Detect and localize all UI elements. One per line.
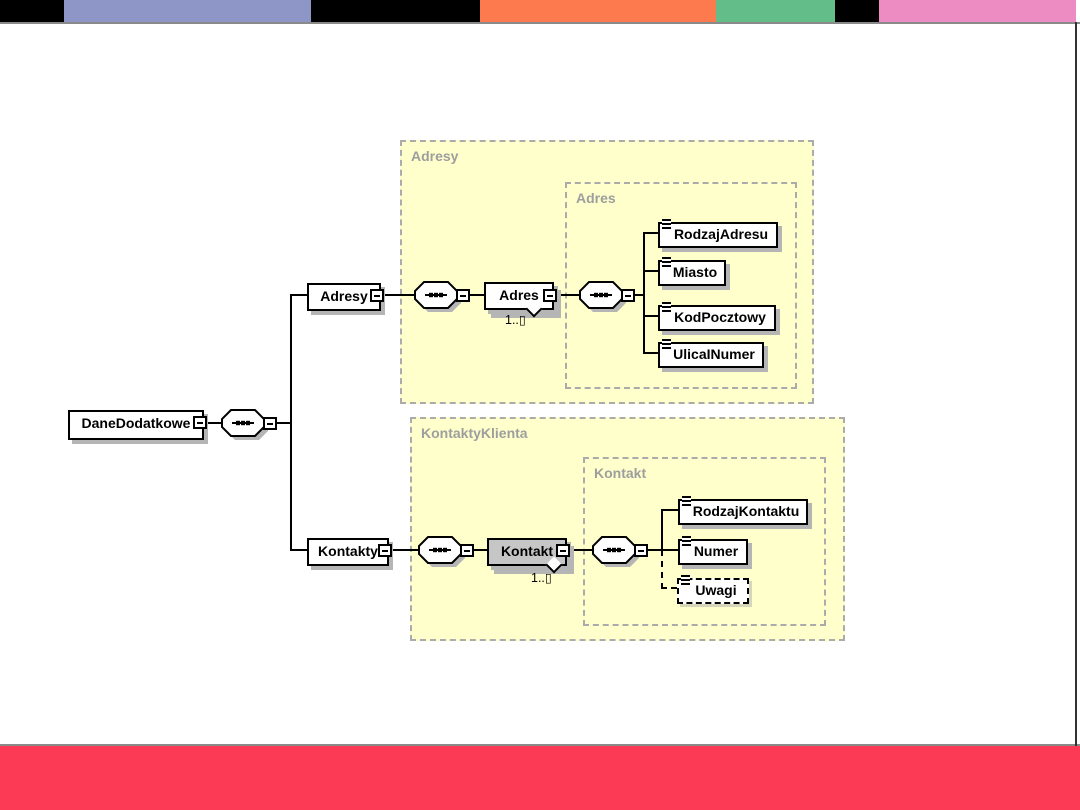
connector xyxy=(643,352,658,354)
children-connector xyxy=(661,509,663,550)
region-kontakty-klienta: KontaktyKlienta xyxy=(410,417,845,641)
top-bar-segment-pink xyxy=(879,0,1076,22)
top-bar-segment-black xyxy=(0,0,64,22)
element-label: RodzajKontaktu xyxy=(692,503,800,519)
top-bar-segment-orange xyxy=(480,0,716,22)
collapse-button[interactable] xyxy=(634,544,648,557)
sequence-icon[interactable] xyxy=(579,281,629,315)
element-kontakty[interactable]: Kontakty xyxy=(307,538,389,566)
connector xyxy=(277,422,292,424)
text-element-icon xyxy=(682,536,691,547)
region-adres: Adres xyxy=(565,182,797,389)
region-label: Adres xyxy=(576,190,616,206)
connector xyxy=(643,315,658,317)
sequence-icon[interactable] xyxy=(414,281,464,315)
collapse-button[interactable] xyxy=(370,289,384,302)
element-uwagi[interactable]: Uwagi xyxy=(677,575,749,604)
element-label: Miasto xyxy=(672,264,718,280)
connector xyxy=(557,294,579,296)
text-element-icon xyxy=(681,575,690,586)
children-connector xyxy=(643,232,645,354)
branch-connector xyxy=(290,294,292,551)
top-bar-segment-white xyxy=(1076,0,1080,22)
top-color-bar xyxy=(0,0,1080,22)
element-label: RodzajAdresu xyxy=(673,226,769,242)
optional-connector xyxy=(661,587,677,589)
region-label: KontaktyKlienta xyxy=(421,425,528,441)
text-element-icon xyxy=(682,496,691,507)
connector xyxy=(474,549,487,551)
connector xyxy=(661,509,678,511)
optional-connector xyxy=(661,550,663,589)
top-bar-segment-black xyxy=(311,0,480,22)
element-label: Numer xyxy=(693,543,739,559)
region-kontakt: Kontakt xyxy=(583,457,826,626)
connector xyxy=(643,232,658,234)
element-numer[interactable]: Numer xyxy=(678,536,748,565)
element-miasto[interactable]: Miasto xyxy=(658,257,726,286)
bottom-color-bar xyxy=(0,746,1080,810)
element-rodzaj-adresu[interactable]: RodzajAdresu xyxy=(658,219,778,248)
connector xyxy=(635,294,645,296)
element-dane-dodatkowe[interactable]: DaneDodatkowe xyxy=(68,410,204,440)
divider-line xyxy=(0,22,1080,24)
occurrence-label: 1..▯ xyxy=(505,313,526,327)
element-label: Kontakty xyxy=(318,543,378,559)
collapse-button[interactable] xyxy=(543,289,557,302)
element-label: Uwagi xyxy=(695,582,737,598)
top-bar-segment-purple xyxy=(64,0,311,22)
top-bar-segment-black xyxy=(835,0,879,22)
text-element-icon xyxy=(662,257,671,268)
region-label: Adresy xyxy=(411,148,459,164)
connector xyxy=(570,549,592,551)
sequence-icon[interactable] xyxy=(221,409,271,443)
top-bar-segment-green xyxy=(716,0,835,22)
element-label: KodPocztowy xyxy=(674,309,766,325)
element-label: DaneDodatkowe xyxy=(81,415,191,431)
collapse-button[interactable] xyxy=(263,417,277,430)
element-kod-pocztowy[interactable]: KodPocztowy xyxy=(658,302,776,331)
connector xyxy=(207,422,221,424)
connector xyxy=(470,294,484,296)
collapse-button[interactable] xyxy=(378,544,392,557)
collapse-button[interactable] xyxy=(456,289,470,302)
collapse-button[interactable] xyxy=(460,544,474,557)
collapse-button[interactable] xyxy=(621,289,635,302)
occurrence-label: 1..▯ xyxy=(531,571,552,585)
collapse-button[interactable] xyxy=(556,544,570,557)
text-element-icon xyxy=(662,302,671,313)
element-label: Adresy xyxy=(320,288,368,304)
connector xyxy=(648,549,678,551)
text-element-icon xyxy=(662,219,671,230)
region-label: Kontakt xyxy=(594,465,647,481)
element-adres[interactable]: Adres xyxy=(484,282,554,310)
divider-line xyxy=(0,744,1080,746)
element-label: Kontakt xyxy=(500,543,554,559)
sequence-icon[interactable] xyxy=(592,536,642,570)
text-element-icon xyxy=(662,339,671,350)
connector xyxy=(291,294,307,296)
connector xyxy=(643,270,658,272)
connector xyxy=(392,549,418,551)
element-label: Adres xyxy=(499,287,539,303)
collapse-button[interactable] xyxy=(193,416,207,429)
element-label: UlicaINumer xyxy=(673,346,755,362)
slide-right-border xyxy=(1075,22,1077,746)
element-kontakt[interactable]: Kontakt xyxy=(487,538,567,566)
element-ulica-numer[interactable]: UlicaINumer xyxy=(658,339,764,368)
connector xyxy=(291,549,307,551)
connector xyxy=(384,294,414,296)
element-rodzaj-kontaktu[interactable]: RodzajKontaktu xyxy=(678,496,808,525)
sequence-icon[interactable] xyxy=(418,536,468,570)
